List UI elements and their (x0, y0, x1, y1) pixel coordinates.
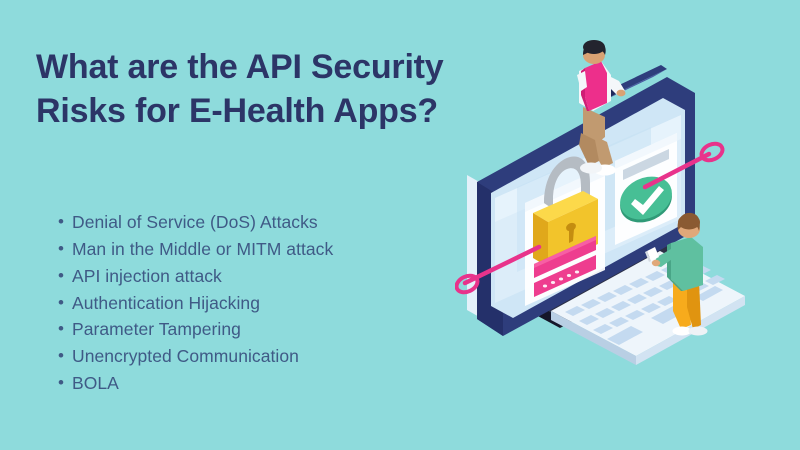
list-item: • Man in the Middle or MITM attack (58, 236, 458, 263)
list-item-label: Unencrypted Communication (72, 346, 299, 367)
padlock-icon (533, 191, 598, 267)
list-bullet-icon: • (58, 292, 65, 312)
list-item: • Unencrypted Communication (58, 343, 458, 370)
list-item: • API injection attack (58, 263, 458, 290)
check-badge-icon (620, 176, 672, 223)
list-item-label: BOLA (72, 373, 119, 394)
padlock-card (525, 156, 605, 306)
security-illustration (455, 35, 800, 415)
person-with-laptop (577, 40, 667, 176)
list-bullet-icon: • (58, 265, 65, 285)
person-with-phone (645, 212, 708, 336)
list-bullet-icon: • (58, 346, 65, 366)
key-icon-left (455, 244, 542, 295)
list-item-label: Authentication Hijacking (72, 292, 260, 313)
list-item-label: Denial of Service (DoS) Attacks (72, 212, 318, 232)
list-bullet-icon: • (58, 238, 65, 258)
list-item-label: API injection attack (72, 265, 222, 286)
list-item: • Parameter Tampering (58, 316, 458, 343)
list-item: • Authentication Hijacking (58, 290, 458, 317)
list-bullet-icon: • (58, 212, 65, 231)
list-item: • BOLA (58, 370, 458, 397)
text-column: What are the API Security Risks for E-He… (36, 46, 466, 393)
padlock-shackle (544, 156, 590, 209)
risk-list: • Denial of Service (DoS) Attacks • Man … (58, 209, 458, 397)
key-icon-right (642, 141, 725, 190)
list-item: • Denial of Service (DoS) Attacks (58, 209, 458, 236)
password-field (534, 236, 596, 297)
list-item-label: Man in the Middle or MITM attack (72, 238, 334, 259)
page-title: What are the API Security Risks for E-He… (36, 48, 444, 130)
list-bullet-icon: • (58, 319, 65, 339)
list-bullet-icon: • (58, 373, 65, 393)
list-item-label: Parameter Tampering (72, 319, 241, 340)
